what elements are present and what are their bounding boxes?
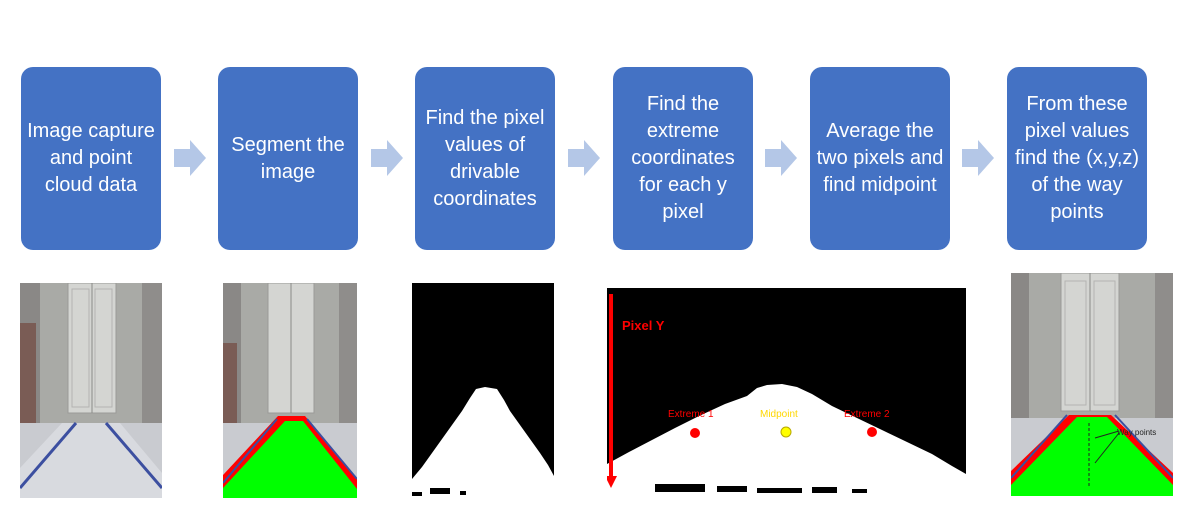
camera-image — [20, 283, 162, 498]
segmented-image — [223, 283, 357, 498]
step-label: Find the pixel values of drivable coordi… — [425, 106, 545, 210]
way-points-label: Way points — [1117, 428, 1156, 437]
step-label: From these pixel values find the (x,y,z)… — [1014, 93, 1140, 223]
extreme-1-point — [690, 428, 700, 438]
flow-arrow-icon — [765, 140, 797, 176]
flow-arrow-icon — [568, 140, 600, 176]
pixel-y-label: Pixel Y — [622, 318, 665, 333]
extreme-1-label: Extreme 1 — [668, 409, 714, 420]
step-label: Average the two pixels and find midpoint — [816, 120, 944, 196]
extreme-2-label: Extreme 2 — [844, 409, 890, 420]
step-label: Segment the image — [231, 133, 345, 183]
step-image-capture: Image capture and point cloud data — [21, 67, 161, 250]
waypoints-image: Way points — [1011, 273, 1173, 496]
step-label: Image capture and point cloud data — [27, 120, 155, 196]
flow-arrow-icon — [174, 140, 206, 176]
step-segment: Segment the image — [218, 67, 358, 250]
drivable-mask — [412, 283, 554, 498]
step-extreme-coordinates: Find the extreme coordinates for each y … — [613, 67, 753, 250]
midpoint-label: Midpoint — [760, 409, 798, 420]
step-label: Find the extreme coordinates for each y … — [631, 93, 735, 223]
flow-arrow-icon — [962, 140, 994, 176]
step-midpoint: Average the two pixels and find midpoint — [810, 67, 950, 250]
flow-arrow-icon — [371, 140, 403, 176]
midpoint-point — [780, 426, 792, 438]
extreme-2-point — [867, 427, 877, 437]
step-drivable-pixels: Find the pixel values of drivable coordi… — [415, 67, 555, 250]
extreme-coordinates-figure: Pixel Y Extreme 1 Midpoint Extreme 2 — [607, 288, 966, 496]
arrow-head-icon — [607, 476, 617, 488]
step-waypoints: From these pixel values find the (x,y,z)… — [1007, 67, 1147, 250]
